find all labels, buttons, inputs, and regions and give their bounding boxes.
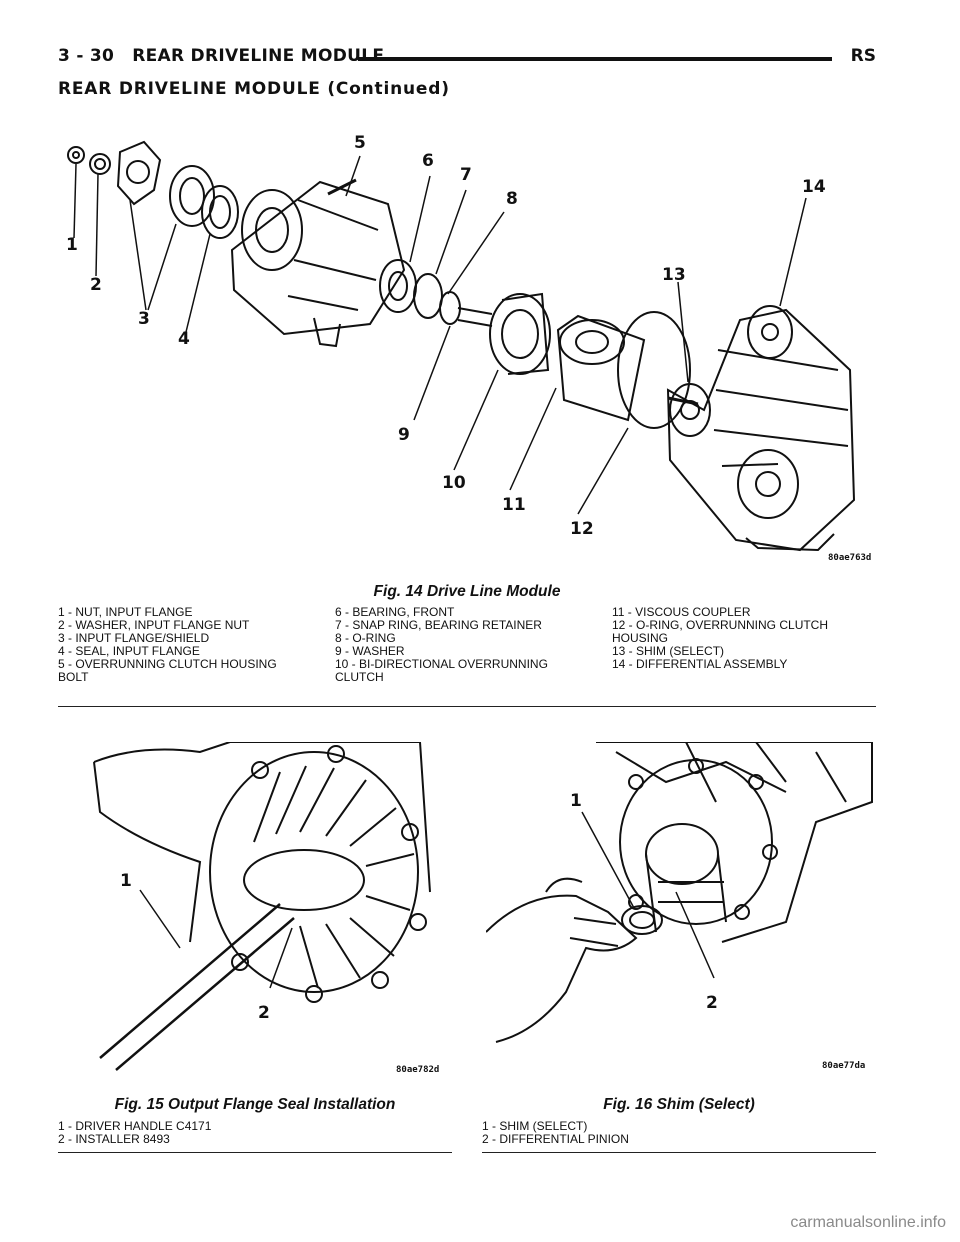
legend-item: 11 - VISCOUS COUPLER bbox=[612, 605, 751, 619]
continued-heading: REAR DRIVELINE MODULE (Continued) bbox=[58, 79, 450, 99]
fig15-legend: 1 - DRIVER HANDLE C4171 2 - INSTALLER 84… bbox=[58, 1120, 452, 1148]
output-flange-seal-installation-view: 1 2 80ae782d bbox=[93, 741, 439, 1075]
fig15-callout-1: 1 bbox=[120, 871, 132, 891]
callout-2: 2 bbox=[90, 275, 102, 295]
fig14-rule bbox=[58, 706, 876, 707]
legend-item: 10 - BI-DIRECTIONAL OVERRUNNING CLUTCH bbox=[335, 657, 548, 684]
callout-14: 14 bbox=[802, 177, 826, 197]
legend-item: 1 - NUT, INPUT FLANGE bbox=[58, 605, 193, 619]
legend-item: 7 - SNAP RING, BEARING RETAINER bbox=[335, 618, 542, 632]
callout-8: 8 bbox=[506, 189, 518, 209]
fig14-image-code: 80ae763d bbox=[828, 553, 871, 563]
fig14-legend: 1 - NUT, INPUT FLANGE 2 - WASHER, INPUT … bbox=[58, 606, 876, 702]
fig14-callouts: 1 2 3 4 5 6 7 8 9 10 11 12 13 14 bbox=[66, 133, 826, 539]
legend-item: 12 - O-RING, OVERRUNNING CLUTCH HOUSING bbox=[612, 618, 829, 645]
fig16-legend: 1 - SHIM (SELECT) 2 - DIFFERENTIAL PINIO… bbox=[482, 1120, 876, 1148]
callout-4: 4 bbox=[178, 329, 190, 349]
fig15-image-code: 80ae782d bbox=[396, 1065, 439, 1075]
fig16-callout-2: 2 bbox=[706, 993, 718, 1013]
legend-item: 4 - SEAL, INPUT FLANGE bbox=[58, 644, 200, 658]
fig16-illustration: 1 2 80ae77da bbox=[485, 741, 876, 1080]
fig15-caption: Fig. 15 Output Flange Seal Installation bbox=[114, 1096, 396, 1113]
fig14-illustration: 1 2 3 4 5 6 7 8 9 10 11 12 13 14 80ae763… bbox=[58, 120, 876, 580]
callout-11: 11 bbox=[502, 495, 526, 515]
legend-item: 1 - SHIM (SELECT) bbox=[482, 1119, 588, 1133]
fig15-callout-2: 2 bbox=[258, 1003, 270, 1023]
shim-select-view: 1 2 80ae77da bbox=[485, 741, 873, 1071]
legend-item: 1 - DRIVER HANDLE C4171 bbox=[58, 1119, 212, 1133]
legend-item: 8 - O-RING bbox=[335, 631, 396, 645]
legend-column-1: 1 - NUT, INPUT FLANGE 2 - WASHER, INPUT … bbox=[58, 606, 328, 684]
legend-item: 5 - OVERRUNNING CLUTCH HOUSING BOLT bbox=[58, 657, 277, 684]
fig15-illustration: 1 2 80ae782d bbox=[80, 741, 456, 1080]
callout-12: 12 bbox=[570, 519, 594, 539]
fig16-rule bbox=[482, 1152, 876, 1153]
callout-13: 13 bbox=[662, 265, 686, 285]
callout-6: 6 bbox=[422, 151, 434, 171]
legend-item: 2 - DIFFERENTIAL PINION bbox=[482, 1132, 629, 1146]
callout-9: 9 bbox=[398, 425, 410, 445]
legend-column-3: 11 - VISCOUS COUPLER 12 - O-RING, OVERRU… bbox=[612, 606, 876, 671]
fig16-image-code: 80ae77da bbox=[822, 1061, 865, 1071]
fig14-caption: Fig. 14 Drive Line Module bbox=[373, 583, 561, 600]
legend-item: 2 - INSTALLER 8493 bbox=[58, 1132, 170, 1146]
fig16-callout-1: 1 bbox=[570, 791, 582, 811]
page-header: 3 - 30 REAR DRIVELINE MODULE RS bbox=[58, 44, 876, 74]
legend-item: 2 - WASHER, INPUT FLANGE NUT bbox=[58, 618, 250, 632]
callout-7: 7 bbox=[460, 165, 472, 185]
callout-10: 10 bbox=[442, 473, 466, 493]
section-title: REAR DRIVELINE MODULE bbox=[132, 46, 385, 66]
fig15-rule bbox=[58, 1152, 452, 1153]
callout-5: 5 bbox=[354, 133, 366, 153]
header-rule bbox=[358, 57, 832, 61]
drive-line-module-exploded-view: 1 2 3 4 5 6 7 8 9 10 11 12 13 14 80ae763… bbox=[66, 133, 871, 563]
legend-column-2: 6 - BEARING, FRONT 7 - SNAP RING, BEARIN… bbox=[335, 606, 605, 684]
callout-1: 1 bbox=[66, 235, 78, 255]
fig16-caption: Fig. 16 Shim (Select) bbox=[603, 1096, 755, 1113]
watermark: carmanualsonline.info bbox=[790, 1214, 946, 1231]
legend-item: 6 - BEARING, FRONT bbox=[335, 605, 455, 619]
legend-item: 9 - WASHER bbox=[335, 644, 405, 658]
page-number: 3 - 30 bbox=[58, 46, 115, 66]
legend-item: 3 - INPUT FLANGE/SHIELD bbox=[58, 631, 210, 645]
model-code: RS bbox=[850, 46, 876, 66]
callout-3: 3 bbox=[138, 309, 150, 329]
legend-item: 13 - SHIM (SELECT) bbox=[612, 644, 725, 658]
legend-item: 14 - DIFFERENTIAL ASSEMBLY bbox=[612, 657, 788, 671]
